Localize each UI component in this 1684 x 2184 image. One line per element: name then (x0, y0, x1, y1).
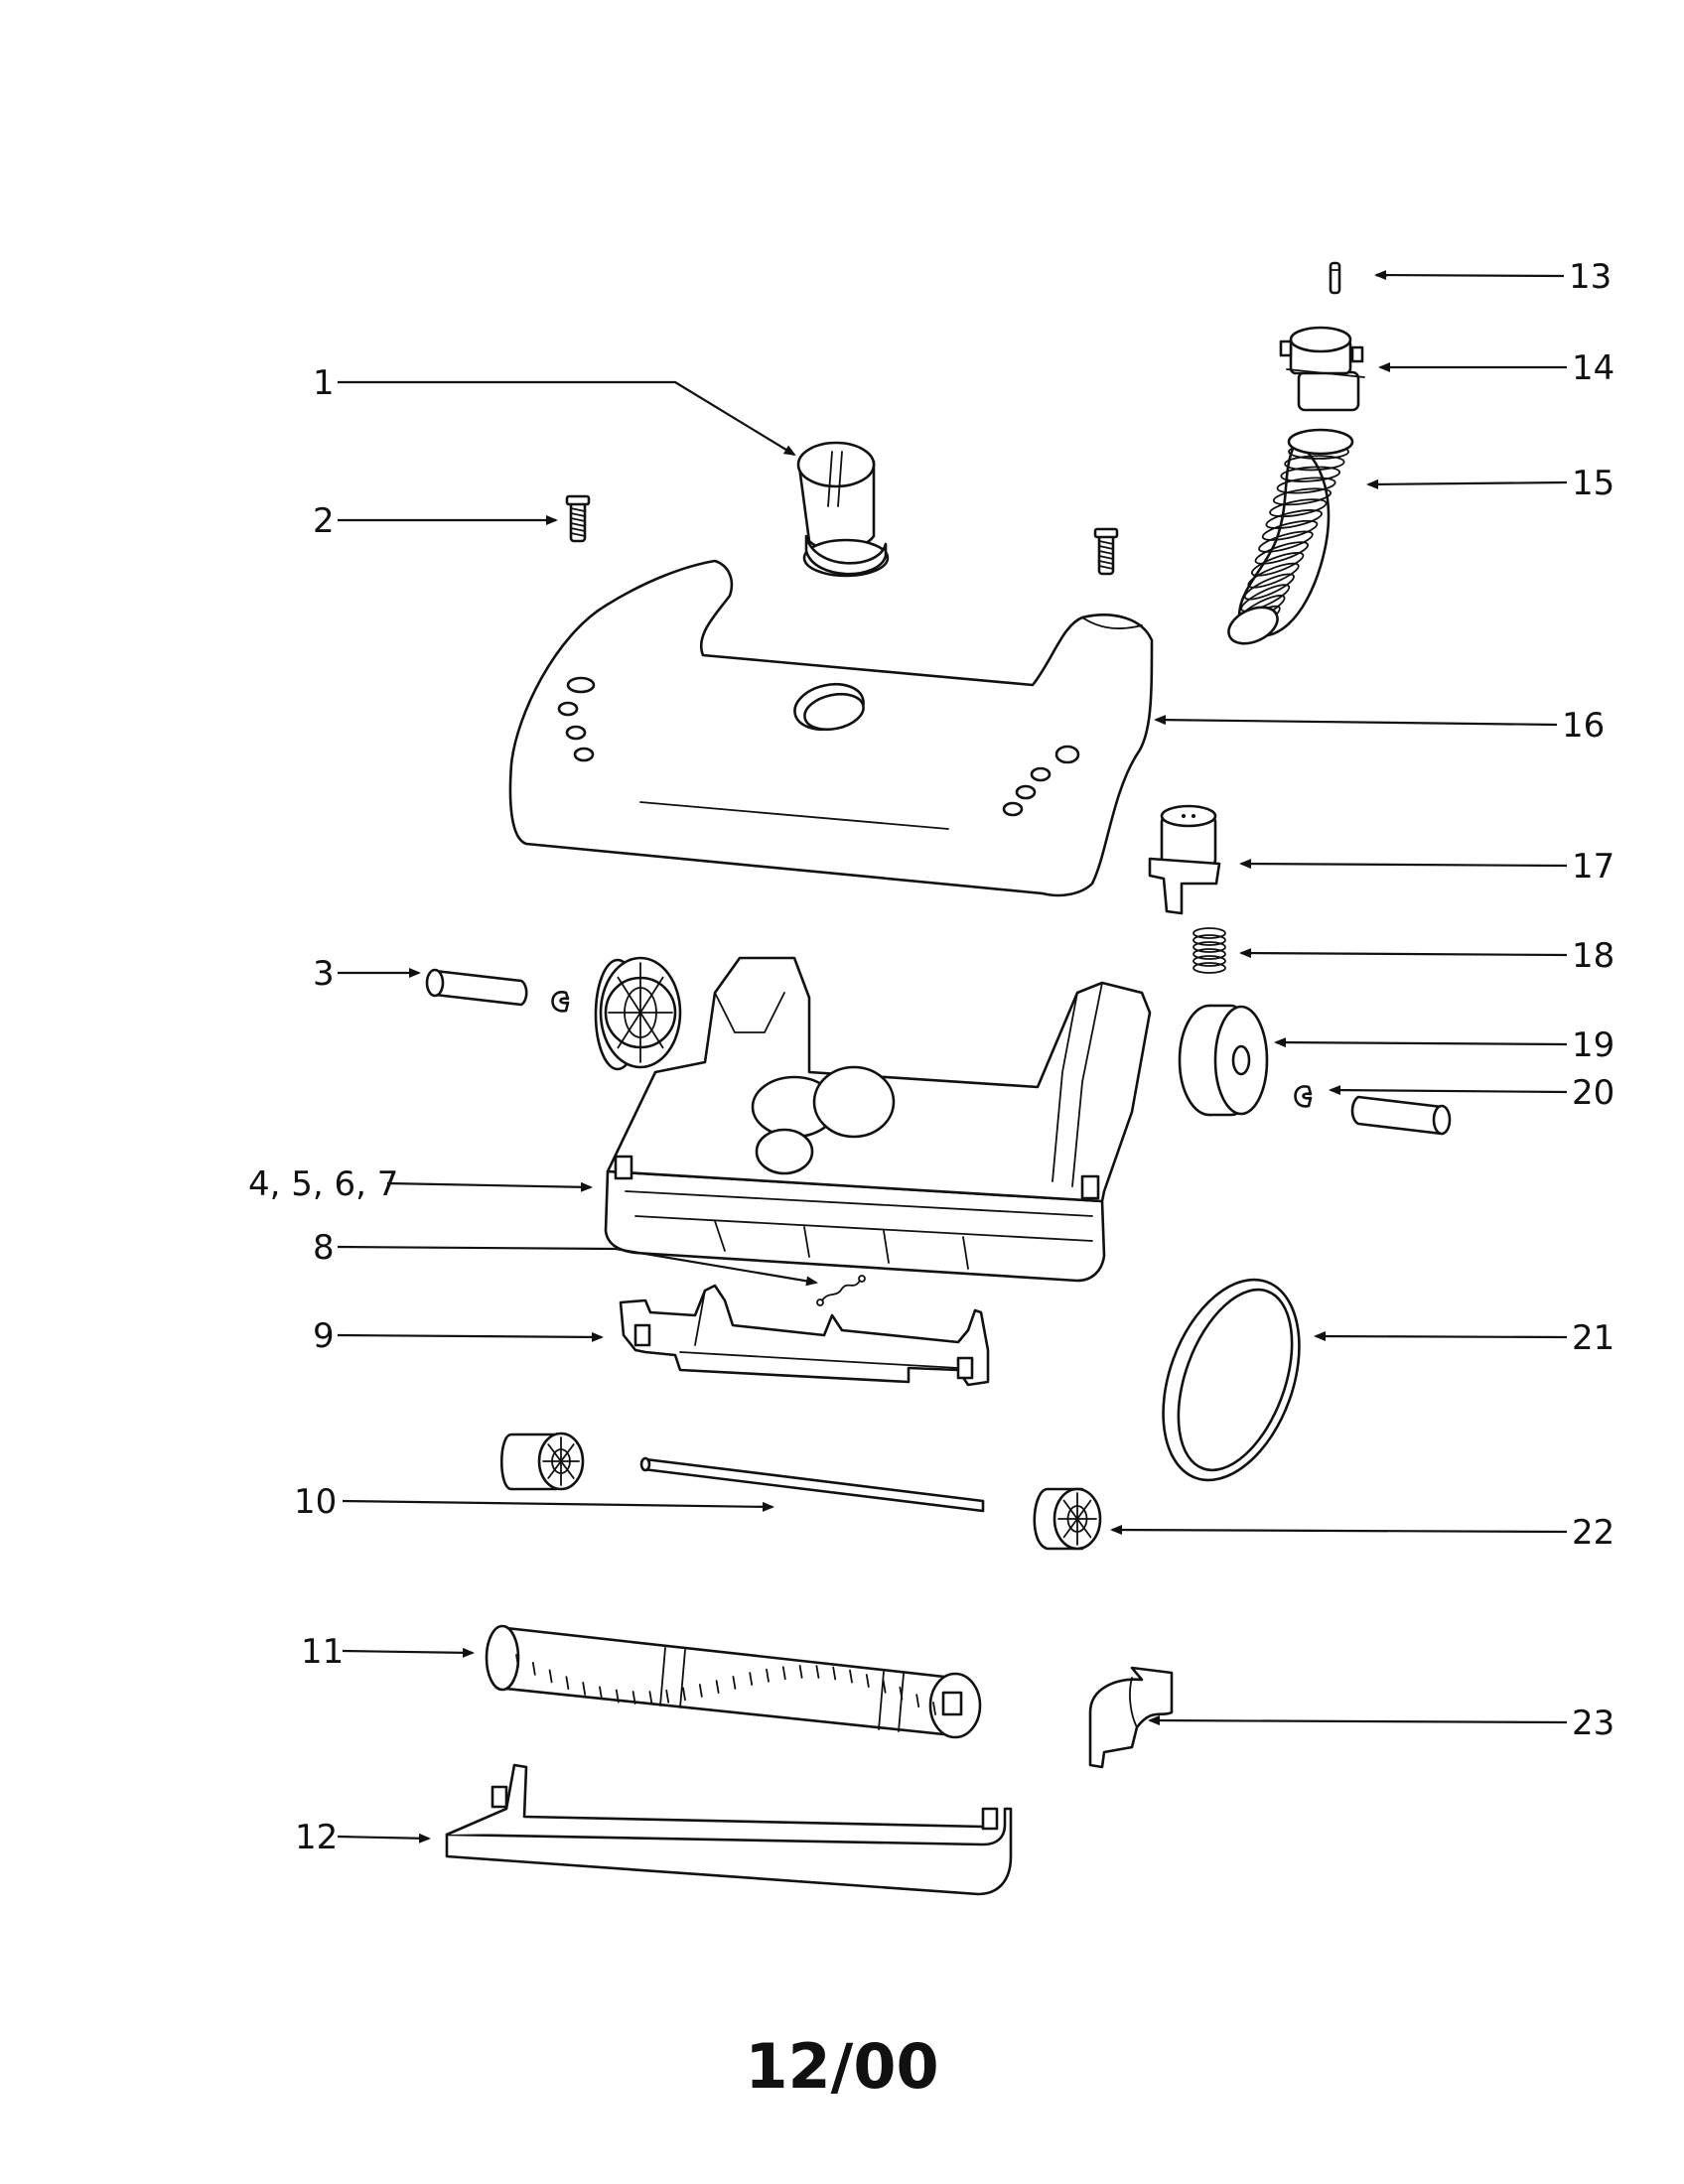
part-2-screw (565, 494, 591, 543)
part-22-bearing (1033, 1487, 1102, 1551)
callout-13: 13 (1569, 257, 1612, 297)
part-12-bumper (445, 1763, 1013, 1896)
callout-20: 20 (1572, 1073, 1614, 1113)
part-16-hood (508, 559, 1154, 897)
callout-labels: 1 2 3 4, 5, 6, 7 8 9 10 11 12 13 14 15 1… (248, 257, 1614, 1857)
callout-10: 10 (294, 1482, 337, 1522)
callout-4-7: 4, 5, 6, 7 (248, 1164, 398, 1204)
callout-14: 14 (1572, 348, 1614, 388)
part-1-nozzle-connector (796, 441, 890, 578)
part-21-belt (1162, 1278, 1301, 1482)
callout-17: 17 (1572, 847, 1614, 887)
part-17-latch (1148, 804, 1221, 915)
callout-23: 23 (1572, 1704, 1614, 1743)
part-axle-right (1350, 1095, 1452, 1136)
callout-16: 16 (1562, 706, 1605, 746)
callout-3: 3 (313, 954, 335, 994)
part-14-hose-connector (1279, 326, 1365, 412)
part-20-clip (1294, 1085, 1313, 1108)
part-10-shaft (639, 1456, 985, 1513)
footer-date: 12/00 (745, 2030, 939, 2103)
callout-21: 21 (1572, 1318, 1614, 1358)
leader-lines (337, 270, 1568, 1843)
callout-8: 8 (313, 1228, 335, 1268)
part-wheel-left (594, 956, 682, 1071)
callout-11: 11 (301, 1632, 344, 1672)
callout-19: 19 (1572, 1025, 1614, 1065)
callout-2: 2 (313, 501, 335, 541)
part-2-screw-right (1093, 527, 1119, 576)
part-3-axle (425, 968, 528, 1007)
part-19-wheel (1178, 1004, 1269, 1117)
part-clip-left (551, 991, 570, 1013)
part-4-7-base (604, 956, 1152, 1283)
part-8-spring (816, 1275, 866, 1306)
callout-22: 22 (1572, 1513, 1614, 1553)
part-bearing-left (500, 1432, 585, 1491)
callout-9: 9 (313, 1316, 335, 1356)
callout-18: 18 (1572, 936, 1614, 976)
callout-1: 1 (313, 363, 335, 403)
part-9-bracket (619, 1284, 990, 1387)
part-13-screw (1329, 261, 1341, 295)
callout-12: 12 (295, 1818, 338, 1857)
callout-15: 15 (1572, 464, 1614, 503)
part-18-spring (1193, 927, 1226, 974)
part-11-brushroll (485, 1624, 982, 1739)
part-23-cover (1088, 1666, 1174, 1769)
part-15-hose (1227, 428, 1354, 645)
